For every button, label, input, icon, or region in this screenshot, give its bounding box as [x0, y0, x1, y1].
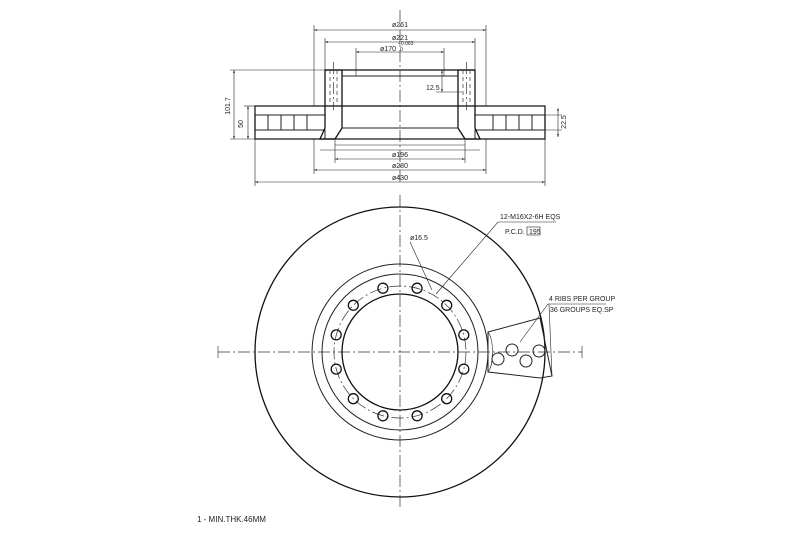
dim-pilot-tol-lower: 0: [400, 47, 403, 53]
bolt-hole: [458, 363, 470, 375]
bolt-hole: [377, 410, 389, 422]
dim-hat-inner: ø221: [392, 35, 408, 42]
front-view: ø16.5 12-M16X2-6H EQS P.C.D. 195 4 RIBS …: [217, 195, 615, 510]
bolt-hole: [347, 299, 359, 311]
hat-outer-circle: [321, 273, 479, 431]
ribs-right: [492, 115, 533, 130]
bolt-hole: [441, 393, 453, 405]
rib-holes: [491, 343, 546, 368]
bolt-hole-hidden: [329, 70, 471, 104]
pcd-circle: [333, 285, 467, 419]
dim-outer-hat: ø261: [392, 22, 408, 29]
hole-dia-label: ø16.5: [410, 235, 428, 242]
dim-pilot: ø170: [380, 46, 396, 53]
pcd-label: P.C.D.: [505, 229, 525, 236]
dim-rib-width: 22.5: [561, 115, 568, 129]
note-min-thickness: 1 - MIN.THK.46MM: [197, 515, 266, 524]
bolt-hole: [377, 282, 389, 294]
dim-bore-280: ø280: [392, 163, 408, 170]
bolt-hole: [330, 329, 342, 341]
ribs-label-1: 4 RIBS PER GROUP: [549, 296, 615, 303]
dim-height-disc: 50: [238, 120, 245, 128]
dim-outer: ø430: [392, 175, 408, 182]
thread-spec-label: 12-M16X2-6H EQS: [500, 214, 561, 221]
bolt-hole: [458, 329, 470, 341]
ribs-label-2: 36 GROUPS EQ.SP: [550, 307, 614, 314]
dim-height-total: 101.7: [225, 97, 232, 115]
bolt-hole: [441, 299, 453, 311]
rib-cutaway: [487, 317, 553, 379]
pilot-circle: [341, 293, 459, 411]
side-section-view: ø261 ø221 ø170 +0.063 0 12.5 101.7 50 22…: [225, 10, 568, 186]
dim-bore-196: ø196: [392, 152, 408, 159]
pcd-value: 195: [529, 229, 541, 236]
bolt-hole: [411, 282, 423, 294]
bolt-hole: [330, 363, 342, 375]
bolt-hole: [411, 410, 423, 422]
bolt-holes-group: [330, 282, 470, 422]
dim-pilot-tol-upper: +0.063: [398, 41, 414, 47]
ribs-left: [267, 115, 308, 130]
bolt-hole: [347, 393, 359, 405]
dim-thread-depth: 12.5: [426, 85, 440, 92]
